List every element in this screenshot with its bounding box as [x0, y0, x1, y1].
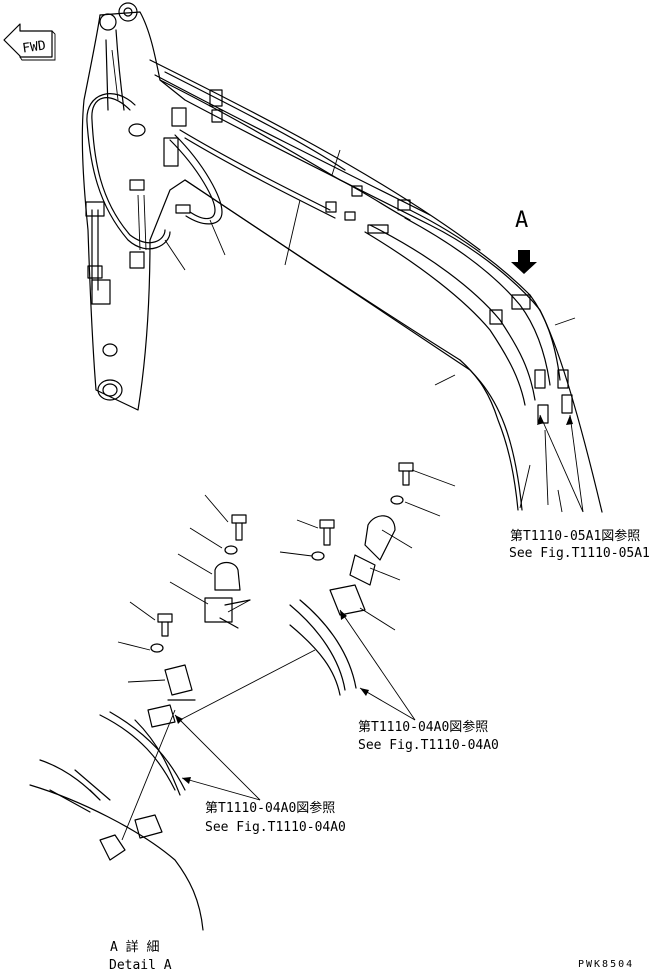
fwd-arrow-icon: [3, 23, 56, 61]
view-letter-a: A: [515, 208, 528, 233]
arm-assembly: [81, 2, 603, 513]
detail-a-en: Detail A: [109, 958, 172, 973]
ref-arrows-04a0-left: [174, 714, 261, 801]
ref-arrows-04a0-right: [339, 609, 416, 721]
ref-04a0-left-en: See Fig.T1110-04A0: [205, 820, 346, 835]
ref-04a0-left-jp: 第T1110-04A0図参照: [205, 800, 335, 816]
ref-arrows-05a1: [537, 414, 584, 513]
ref-05a1-jp: 第T1110-05A1図参照: [510, 528, 640, 544]
ref-04a0-right-en: See Fig.T1110-04A0: [358, 738, 499, 753]
view-arrow-icon: [511, 250, 537, 274]
fwd-label: FWD: [21, 38, 47, 56]
detail-a-jp: A 詳 細: [110, 939, 159, 955]
leader-lines-detail: [117, 469, 456, 683]
ref-04a0-right-jp: 第T1110-04A0図参照: [358, 719, 488, 735]
drawing-code: PWK8504: [578, 959, 634, 970]
ref-05a1-en: See Fig.T1110-05A1: [509, 546, 650, 561]
detail-a-assembly: [29, 462, 414, 931]
leader-lines-upper: [164, 149, 576, 513]
